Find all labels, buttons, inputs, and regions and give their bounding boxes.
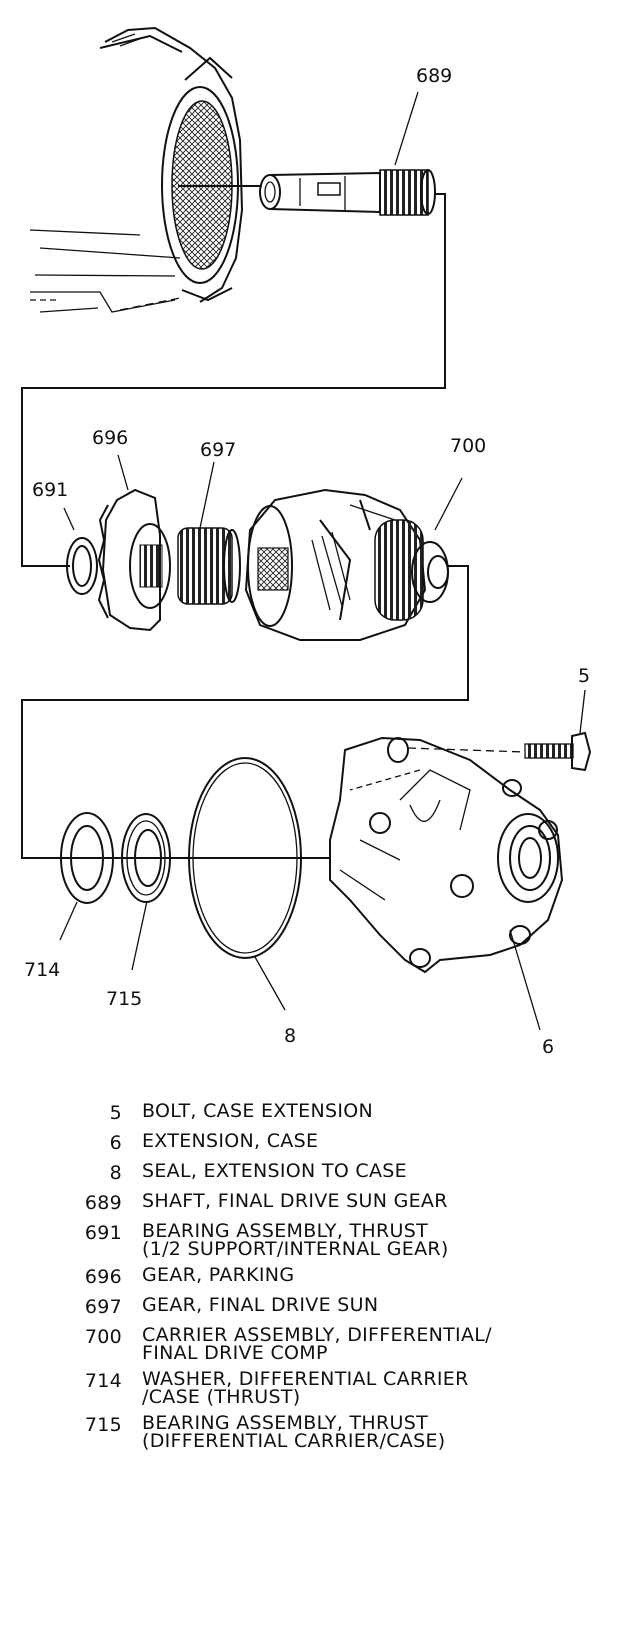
assembly-path-line (21, 565, 469, 859)
legend-row: 697 GEAR, FINAL DRIVE SUN (70, 1294, 590, 1319)
legend-number: 715 (84, 1414, 122, 1436)
callout-696: 696 (92, 427, 128, 449)
thrust-bearing-715 (121, 813, 171, 971)
final-drive-sun-gear-shaft (178, 91, 436, 216)
case-extension-bolt-5 (407, 689, 592, 772)
callout-8: 8 (284, 1025, 296, 1047)
assembly-path-line (21, 193, 446, 567)
legend-description: BEARING ASSEMBLY, THRUST (1/2 SUPPORT/IN… (142, 1220, 449, 1260)
transmission-housing (29, 26, 244, 313)
legend-row: 700 CARRIER ASSEMBLY, DIFFERENTIAL/ FINA… (70, 1324, 590, 1364)
parts-legend: 5 BOLT, CASE EXTENSION 6 EXTENSION, CASE… (70, 1102, 590, 1458)
legend-row: 689 SHAFT, FINAL DRIVE SUN GEAR (70, 1190, 590, 1215)
legend-description: WASHER, DIFFERENTIAL CARRIER /CASE (THRU… (142, 1368, 469, 1408)
final-drive-sun-gear-697 (177, 461, 241, 605)
legend-row: 6 EXTENSION, CASE (70, 1130, 590, 1155)
legend-number: 689 (84, 1192, 122, 1214)
legend-description: BOLT, CASE EXTENSION (142, 1100, 374, 1122)
legend-number: 714 (84, 1370, 122, 1392)
thrust-bearing-691 (63, 507, 98, 595)
legend-number: 696 (84, 1266, 122, 1288)
legend-number: 700 (84, 1326, 122, 1348)
legend-row: 696 GEAR, PARKING (70, 1264, 590, 1289)
legend-description: BEARING ASSEMBLY, THRUST (DIFFERENTIAL C… (142, 1412, 446, 1452)
legend-number: 697 (84, 1296, 122, 1318)
parking-gear-696 (97, 454, 171, 632)
legend-description: CARRIER ASSEMBLY, DIFFERENTIAL/ FINAL DR… (142, 1324, 492, 1364)
callout-6: 6 (542, 1036, 554, 1058)
legend-number: 5 (109, 1102, 122, 1124)
legend-number: 6 (109, 1132, 122, 1154)
legend-description: SHAFT, FINAL DRIVE SUN GEAR (142, 1190, 448, 1212)
callout-697: 697 (200, 439, 236, 461)
legend-row: 714 WASHER, DIFFERENTIAL CARRIER /CASE (… (70, 1368, 590, 1408)
legend-row: 691 BEARING ASSEMBLY, THRUST (1/2 SUPPOR… (70, 1220, 590, 1260)
legend-description: GEAR, FINAL DRIVE SUN (142, 1294, 379, 1316)
legend-row: 5 BOLT, CASE EXTENSION (70, 1100, 590, 1125)
callout-691: 691 (32, 479, 68, 501)
legend-row: 8 SEAL, EXTENSION TO CASE (70, 1160, 590, 1185)
washer-714 (59, 812, 114, 941)
legend-description: GEAR, PARKING (142, 1264, 295, 1286)
callout-689: 689 (416, 65, 452, 87)
differential-carrier-700 (244, 477, 463, 641)
legend-number: 8 (109, 1162, 122, 1184)
case-extension-6 (329, 736, 564, 1031)
legend-description: SEAL, EXTENSION TO CASE (142, 1160, 407, 1182)
callout-700: 700 (450, 435, 486, 457)
extension-seal-8 (188, 757, 302, 1011)
legend-number: 691 (84, 1222, 122, 1244)
legend-row: 715 BEARING ASSEMBLY, THRUST (DIFFERENTI… (70, 1412, 590, 1452)
callout-5: 5 (578, 665, 590, 687)
callout-714: 714 (24, 959, 60, 981)
callout-715: 715 (106, 988, 142, 1010)
legend-description: EXTENSION, CASE (142, 1130, 319, 1152)
